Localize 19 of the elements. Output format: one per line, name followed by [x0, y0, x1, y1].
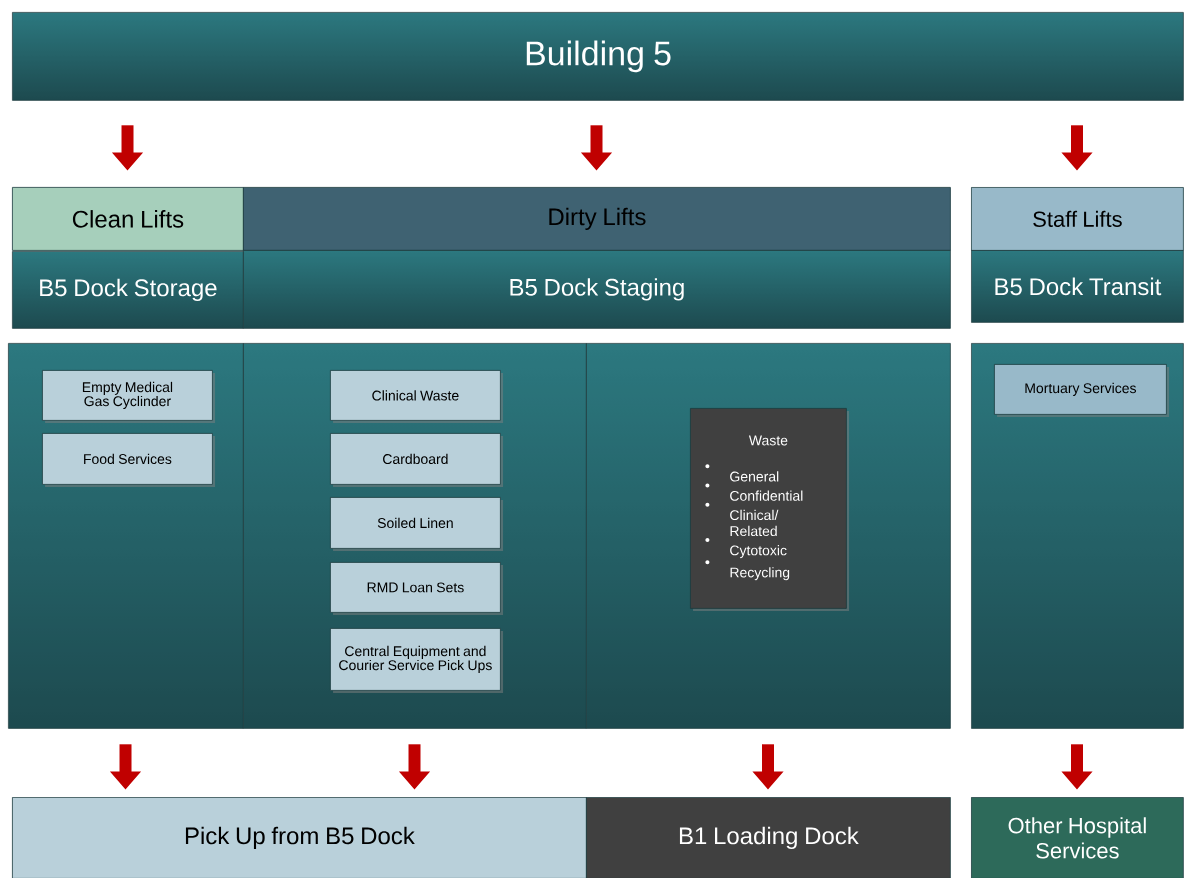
area-header: B5 Dock Transit: [971, 250, 1184, 323]
lift-header: Staff Lifts: [971, 187, 1184, 251]
destination-box: B1 Loading Dock: [586, 797, 951, 878]
destination-box: Pick Up from B5 Dock: [12, 797, 587, 878]
service-box: RMD Loan Sets: [330, 562, 504, 616]
area-panel: [971, 343, 1184, 729]
service-box: Central Equipment and Courier Service Pick Ups: [330, 628, 504, 694]
waste-box: Waste General Confidential Clinical/ Related Cytotoxic Recycling: [690, 408, 850, 612]
service-box: Mortuary Services: [994, 364, 1170, 418]
service-box: Cardboard: [330, 433, 504, 488]
destination-box: Other Hospital Services: [971, 797, 1184, 878]
service-box: Clinical Waste: [330, 370, 504, 424]
lift-header: Dirty Lifts: [243, 187, 951, 251]
area-header: B5 Dock Storage: [12, 251, 244, 329]
service-box: Food Services: [42, 433, 216, 488]
lift-header: Clean Lifts: [12, 187, 244, 251]
service-box: Empty Medical Gas Cyclinder: [42, 370, 216, 424]
title-banner: Building 5: [12, 12, 1184, 101]
service-box: Soiled Linen: [330, 497, 504, 552]
